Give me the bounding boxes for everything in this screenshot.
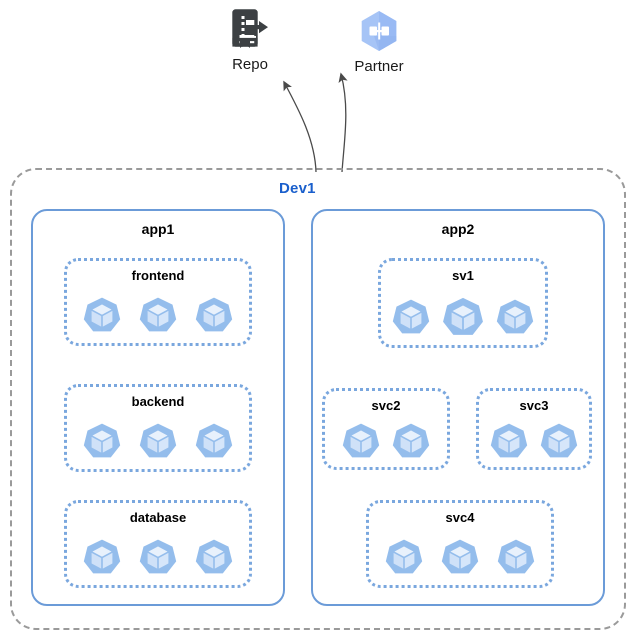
- kubernetes-pod-icon[interactable]: [137, 421, 179, 463]
- kubernetes-pod-icon[interactable]: [193, 295, 235, 337]
- pod-group-svc3: [479, 421, 589, 463]
- kubernetes-pod-icon[interactable]: [340, 421, 382, 463]
- service-box-database[interactable]: database: [64, 500, 252, 588]
- kubernetes-pod-icon[interactable]: [137, 537, 179, 579]
- pod-group-frontend: [67, 295, 249, 337]
- kubernetes-pod-icon[interactable]: [439, 537, 481, 579]
- external-node-repo[interactable]: Repo: [195, 8, 305, 74]
- service-box-svc2[interactable]: svc2: [322, 388, 450, 470]
- kubernetes-pod-icon[interactable]: [538, 421, 580, 463]
- kubernetes-pod-icon[interactable]: [81, 537, 123, 579]
- service-title-frontend: frontend: [131, 268, 185, 283]
- service-title-svc2: svc2: [371, 398, 401, 413]
- service-title-svc3: svc3: [519, 398, 549, 413]
- external-node-partner-label: Partner: [354, 58, 404, 75]
- pod-group-backend: [67, 421, 249, 463]
- service-box-backend[interactable]: backend: [64, 384, 252, 472]
- service-title-backend: backend: [131, 394, 185, 409]
- kubernetes-pod-icon[interactable]: [494, 297, 536, 339]
- kubernetes-pod-icon[interactable]: [495, 537, 537, 579]
- repository-icon: [232, 9, 268, 48]
- connector-dev1-to-repo: [283, 80, 317, 173]
- service-title-sv1: sv1: [452, 268, 474, 283]
- kubernetes-pod-icon[interactable]: [390, 421, 432, 463]
- service-title-database: database: [129, 510, 187, 525]
- service-box-svc3[interactable]: svc3: [476, 388, 592, 470]
- environment-box-dev1[interactable]: [10, 168, 626, 630]
- partner-interconnect-icon: [361, 11, 397, 51]
- pod-group-svc4: [369, 537, 551, 579]
- kubernetes-pod-icon[interactable]: [440, 295, 486, 341]
- service-title-svc4: svc4: [445, 510, 475, 525]
- kubernetes-pod-icon[interactable]: [81, 295, 123, 337]
- external-node-repo-label: Repo: [232, 56, 268, 73]
- connector-dev1-to-partner: [338, 72, 348, 173]
- kubernetes-pod-icon[interactable]: [488, 421, 530, 463]
- service-box-sv1[interactable]: sv1: [378, 258, 548, 348]
- pod-group-svc2: [325, 421, 447, 463]
- app-title-app1: app1: [141, 221, 175, 237]
- external-node-partner[interactable]: Partner: [324, 8, 434, 76]
- environment-title-dev1: Dev1: [279, 180, 316, 197]
- service-box-frontend[interactable]: frontend: [64, 258, 252, 346]
- kubernetes-pod-icon[interactable]: [193, 537, 235, 579]
- pod-group-sv1: [381, 295, 545, 341]
- kubernetes-pod-icon[interactable]: [137, 295, 179, 337]
- kubernetes-pod-icon[interactable]: [390, 297, 432, 339]
- kubernetes-pod-icon[interactable]: [193, 421, 235, 463]
- kubernetes-pod-icon[interactable]: [81, 421, 123, 463]
- pod-group-database: [67, 537, 249, 579]
- service-box-svc4[interactable]: svc4: [366, 500, 554, 588]
- app-title-app2: app2: [441, 221, 475, 237]
- kubernetes-pod-icon[interactable]: [383, 537, 425, 579]
